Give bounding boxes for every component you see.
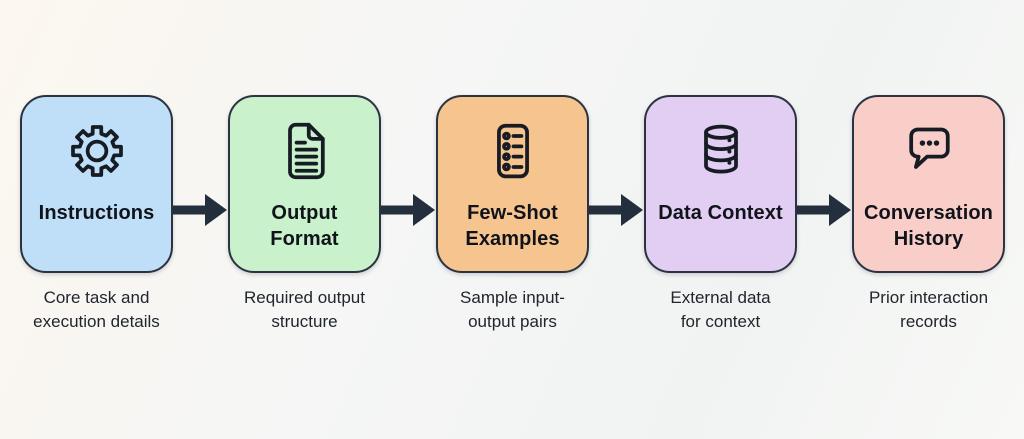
flow-step-output-format: Output Format Required output structure [228, 95, 381, 334]
flow-step-conversation-history: Conversation History Prior interaction r… [852, 95, 1005, 334]
flow-arrow-icon [589, 190, 644, 230]
step-title: Conversation History [863, 202, 993, 250]
flow-arrow-icon [173, 190, 228, 230]
bulleted-list-icon [483, 121, 543, 181]
database-icon [691, 121, 751, 181]
step-box-conversation-history: Conversation History [852, 95, 1005, 273]
flow-arrow-icon [797, 190, 852, 230]
step-title: Few-Shot Examples [465, 202, 560, 250]
step-caption: Prior interaction records [868, 288, 989, 331]
step-caption: Required output structure [244, 288, 365, 331]
flow-step-few-shot-examples: Few-Shot Examples Sample input- output p… [436, 95, 589, 334]
flow-step-data-context: Data Context External data for context [644, 95, 797, 334]
step-box-instructions: Instructions [20, 95, 173, 273]
step-title: Instructions [38, 202, 155, 224]
chat-bubble-icon [899, 121, 959, 181]
step-box-few-shot-examples: Few-Shot Examples [436, 95, 589, 273]
flow-arrow-icon [381, 190, 436, 230]
step-caption: Sample input- output pairs [460, 288, 565, 331]
step-caption: Core task and execution details [33, 288, 160, 331]
step-caption: External data for context [670, 288, 771, 331]
step-box-data-context: Data Context [644, 95, 797, 273]
step-title: Output Format [270, 202, 339, 250]
step-box-output-format: Output Format [228, 95, 381, 273]
flow-row: Instructions Core task and execution det… [20, 95, 1005, 334]
step-title: Data Context [658, 202, 783, 224]
gear-icon [67, 121, 127, 181]
flow-step-instructions: Instructions Core task and execution det… [20, 95, 173, 334]
document-icon [275, 121, 335, 181]
